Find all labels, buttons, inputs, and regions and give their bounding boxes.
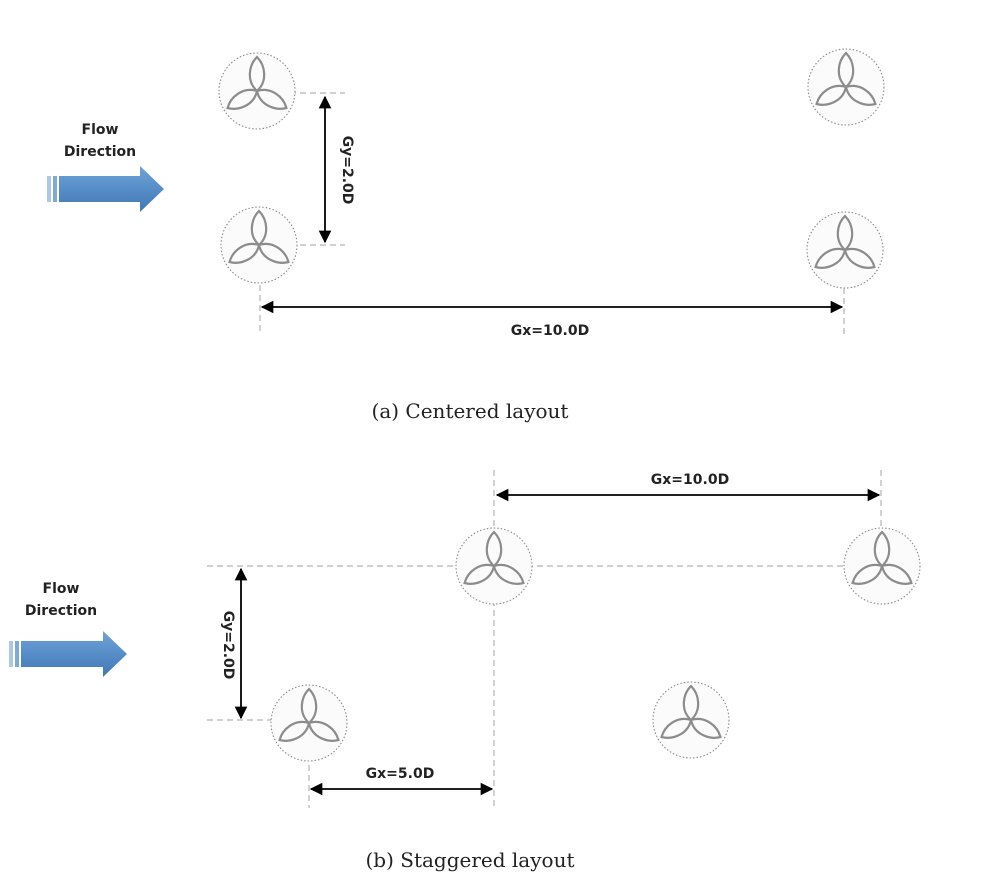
turbine-icon: [651, 680, 731, 760]
gy-label-b: Gy=2.0D: [220, 611, 236, 680]
turbine-icon: [842, 526, 922, 606]
flow-label-a-line1: Flow: [82, 122, 119, 138]
turbine-icon: [805, 210, 885, 290]
flow-arrow-a: [47, 166, 164, 212]
flow-label-b-line2: Direction: [25, 603, 97, 619]
gy-label-a: Gy=2.0D: [339, 136, 355, 205]
turbine-icon: [217, 51, 297, 131]
flow-label-a-line2: Direction: [64, 144, 136, 160]
gx2-label-b: Gx=10.0D: [651, 472, 729, 488]
caption-a: (a) Centered layout: [372, 399, 569, 423]
turbine-icon: [269, 683, 349, 763]
panel-b: Flow Direction Gx=10.0D Gy=2.0D Gx=5.0D …: [9, 470, 922, 872]
caption-b: (b) Staggered layout: [365, 848, 574, 872]
panel-a: Flow Direction Gy=2.0D Gx=10.0D (a) Cent…: [47, 47, 886, 423]
turbine-icon: [806, 47, 886, 127]
gx-label-b: Gx=5.0D: [366, 766, 435, 782]
turbine-icon: [219, 205, 299, 285]
gx-label-a: Gx=10.0D: [511, 323, 589, 339]
turbine-icon: [454, 526, 534, 606]
flow-label-b-line1: Flow: [43, 581, 80, 597]
flow-arrow-b: [9, 631, 127, 677]
